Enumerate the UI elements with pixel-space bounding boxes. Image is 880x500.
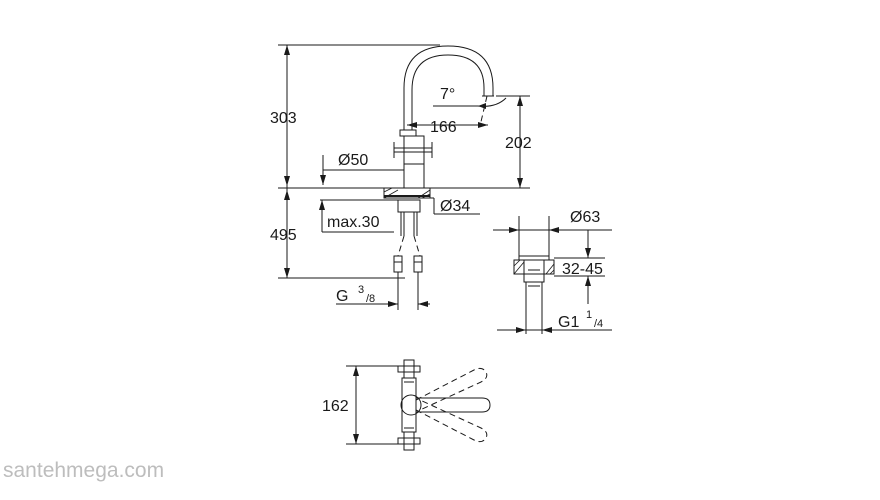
connection-frac-num: 3 [358,284,364,296]
waste-connection-label: G1 [558,314,579,331]
bottom-handle [397,437,421,445]
spout-outer [403,45,494,130]
hole-diameter-label: Ø34 [440,198,470,215]
faucet-top-view: 162 [322,359,491,451]
spout-inner [411,54,485,130]
watermark: santehmega.com [3,459,164,482]
connection-frac-den: /8 [366,293,375,305]
top-handle [397,365,421,373]
waste-diameter-label: Ø63 [570,209,600,226]
spout-top [416,397,491,413]
deck-thickness-label: max.30 [327,214,380,231]
spout-height-label: 202 [505,135,532,152]
spout-reach-label: 166 [430,119,457,136]
handle-span-label: 162 [322,398,349,415]
waste-frac-den: /4 [594,318,603,330]
waste-valve-view: Ø63 32-45 G1 1 /4 [493,209,612,334]
faucet-side-view: 303 495 7° 166 202 Ø50 [270,44,532,310]
height-bottom-label: 495 [270,227,297,244]
base-diameter-label: Ø50 [338,152,368,169]
waste-thickness-label: 32-45 [562,261,603,278]
connection-label: G [336,288,348,305]
height-top-label: 303 [270,110,297,127]
spout-angle-label: 7° [440,86,455,103]
waste-frac-num: 1 [586,309,592,321]
